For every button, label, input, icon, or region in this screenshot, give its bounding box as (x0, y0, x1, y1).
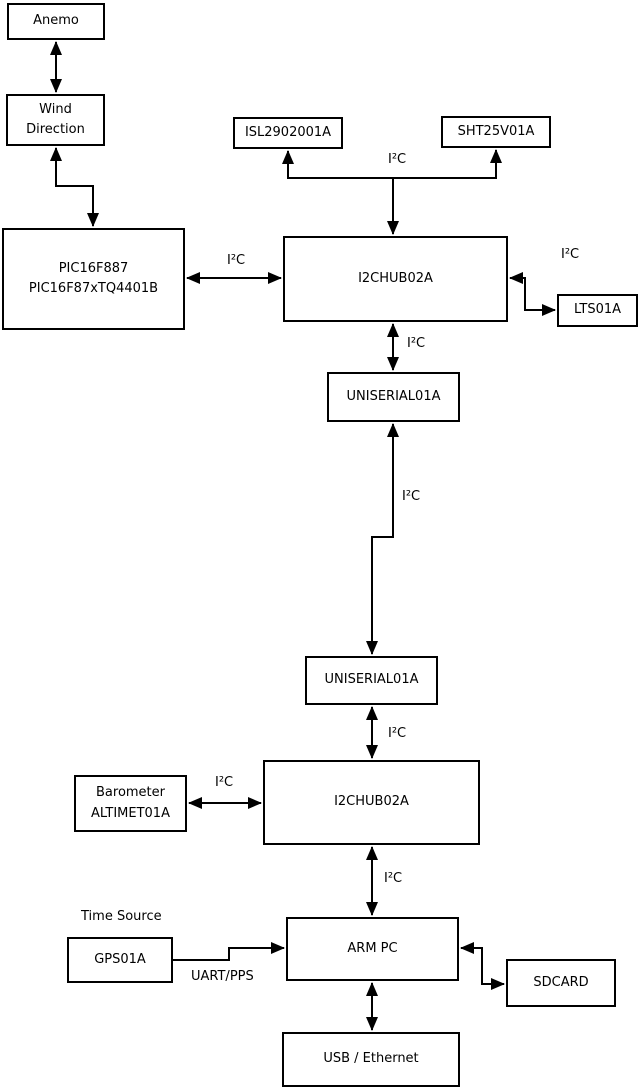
edge-i2chub-top-lts (509, 272, 556, 316)
edge-label-i2c-hub-uniserial-top: I²C (407, 336, 426, 351)
edge-gps-armpc (173, 942, 285, 961)
node-uniserial01a-top: UNISERIAL01A (327, 372, 460, 422)
edge-label-i2c-hub-armpc: I²C (384, 871, 403, 886)
node-uniserial01a-bottom: UNISERIAL01A (305, 656, 438, 705)
edge-uniserial-top-uniserial-bottom (366, 423, 399, 655)
edge-label-i2c-hub-lts: I²C (561, 247, 580, 262)
node-barometer-altimet01a: Barometer ALTIMET01A (74, 775, 187, 832)
node-arm-pc-label: ARM PC (347, 940, 398, 956)
node-arm-pc: ARM PC (286, 917, 459, 981)
node-i2chub02a-top: I2CHUB02A (283, 236, 508, 322)
node-sdcard-label: SDCARD (533, 974, 589, 990)
edge-label-i2c-sensor-bus: I²C (388, 152, 407, 167)
node-sdcard: SDCARD (506, 959, 616, 1007)
node-barometer-altimet01a-label: Barometer ALTIMET01A (91, 785, 170, 821)
node-sht25v01a-label: SHT25V01A (457, 123, 535, 139)
node-uniserial01a-top-label: UNISERIAL01A (346, 388, 441, 404)
node-usb-ethernet-label: USB / Ethernet (323, 1051, 419, 1067)
node-isl2902001a: ISL2902001A (233, 117, 343, 149)
node-i2chub02a-bottom-label: I2CHUB02A (334, 794, 409, 810)
node-pic16f887: PIC16F887 PIC16F87xTQ4401B (2, 228, 185, 330)
node-wind-direction: Wind Direction (6, 94, 105, 146)
node-gps01a-label: GPS01A (94, 951, 146, 967)
node-uniserial01a-bottom-label: UNISERIAL01A (324, 672, 419, 688)
node-lts01a-label: LTS01A (573, 302, 622, 318)
node-gps01a: GPS01A (67, 937, 173, 983)
node-wind-direction-label: Wind Direction (26, 101, 85, 137)
edge-label-i2c-uniserial-hub-bottom: I²C (388, 726, 407, 741)
node-pic16f887-label: PIC16F887 PIC16F87xTQ4401B (28, 260, 159, 296)
edge-armpc-sdcard (460, 942, 505, 990)
node-isl2902001a-label: ISL2902001A (244, 124, 332, 140)
node-sht25v01a: SHT25V01A (441, 116, 551, 148)
node-anemo-label: Anemo (33, 13, 79, 29)
label-time-source: Time Source (81, 909, 162, 924)
edge-winddirection-pic (50, 147, 99, 227)
edge-label-i2c-barometer-hub: I²C (215, 775, 234, 790)
edge-label-uart-pps: UART/PPS (191, 969, 254, 984)
node-i2chub02a-top-label: I2CHUB02A (358, 270, 433, 286)
edge-label-i2c-uniserial-link: I²C (402, 489, 421, 504)
node-anemo: Anemo (7, 3, 105, 40)
node-lts01a: LTS01A (557, 294, 638, 327)
node-i2chub02a-bottom: I2CHUB02A (263, 760, 480, 845)
edge-label-i2c-pic-hub: I²C (227, 253, 246, 268)
node-usb-ethernet: USB / Ethernet (282, 1032, 460, 1087)
